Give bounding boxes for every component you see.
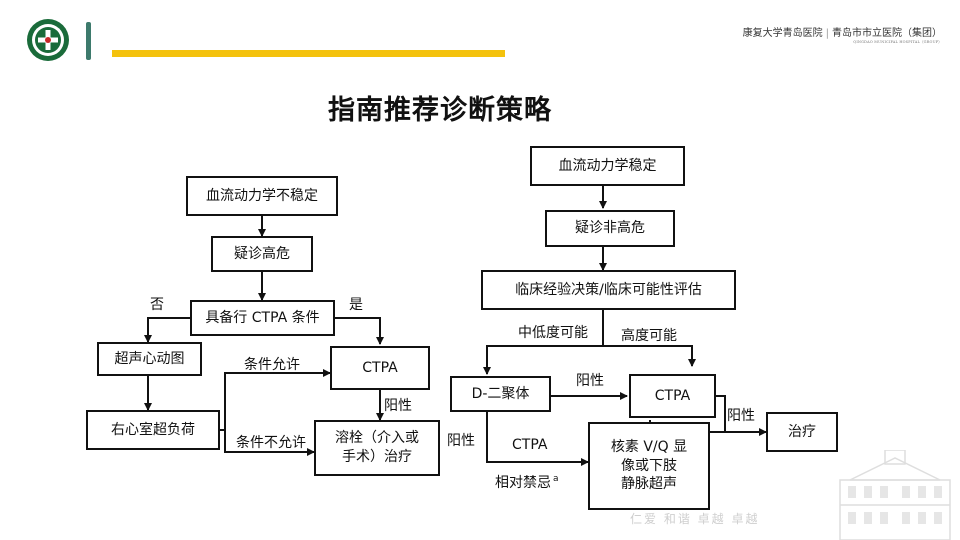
hospital-name-en: QINGDAO MUNICIPAL HOSPITAL（GROUP） xyxy=(853,40,942,44)
box-ctpa-right: CTPA xyxy=(629,374,716,418)
box-ctpa-condition: 具备行 CTPA 条件 xyxy=(190,300,335,336)
hospital-logo xyxy=(27,19,69,61)
label-positive-ddimer: 阳性 xyxy=(576,373,604,389)
header-vertical-bar xyxy=(86,22,91,60)
thrombolysis-line-2: 手术）治疗 xyxy=(342,449,412,465)
arrow-rv-to-ctpa xyxy=(220,369,331,431)
arrow-ddimer-to-vq xyxy=(486,412,589,466)
arrow-rv-to-thrombolysis xyxy=(224,430,315,456)
hospital-name-cn-2: 青岛市市立医院（集团） xyxy=(832,28,942,39)
arrow-cond-to-ctpa xyxy=(335,317,384,345)
box-hemodynamic-unstable: 血流动力学不稳定 xyxy=(186,176,338,216)
thrombolysis-line-1: 溶栓（介入或 xyxy=(335,430,419,447)
box-thrombolysis: 溶栓（介入或 手术）治疗 xyxy=(314,420,440,476)
vq-line-3: 静脉超声 xyxy=(621,476,677,493)
label-ctpa-text: CTPA xyxy=(512,437,548,453)
header-yellow-bar xyxy=(112,50,505,57)
box-suspect-nonhigh-risk: 疑诊非高危 xyxy=(545,210,675,247)
label-yes: 是 xyxy=(349,297,363,313)
box-ctpa-left: CTPA xyxy=(330,346,430,390)
hospital-name: 康复大学青岛医院|青岛市市立医院（集团） QINGDAO MUNICIPAL H… xyxy=(742,28,942,44)
box-rv-overload: 右心室超负荷 xyxy=(86,410,220,450)
box-hemodynamic-stable: 血流动力学稳定 xyxy=(530,146,685,186)
arrow-ctpa-to-treat xyxy=(716,395,767,436)
label-high-probability: 高度可能 xyxy=(621,328,677,344)
vq-line-2: 像或下肢 xyxy=(621,457,677,474)
label-condition-not-allowed: 条件不允许 xyxy=(236,435,306,451)
label-positive-treat: 阳性 xyxy=(727,408,755,424)
arrow-clinical-to-branches xyxy=(483,310,604,375)
box-suspect-high-risk: 疑诊高危 xyxy=(211,236,313,272)
box-vq-scan: 核素 V/Q 显 像或下肢 静脉超声 xyxy=(588,422,710,510)
watermark-text: 仁爱 和谐 卓越 卓越 xyxy=(630,512,760,526)
box-treatment: 治疗 xyxy=(766,412,838,452)
vq-line-1: 核素 V/Q 显 xyxy=(610,438,688,455)
label-condition-allowed: 条件允许 xyxy=(244,357,300,373)
arrow-clinical-to-ctpa xyxy=(603,345,696,367)
box-echocardiogram: 超声心动图 xyxy=(97,342,202,376)
arrow-cond-to-echo xyxy=(144,317,190,343)
page-title: 指南推荐诊断策略 xyxy=(328,95,552,126)
label-low-mid-probability: 中低度可能 xyxy=(518,325,588,341)
label-contra-text: 相对禁忌 xyxy=(495,475,551,491)
hospital-name-cn-1: 康复大学青岛医院 xyxy=(742,28,823,39)
label-positive-vq: 阳性 xyxy=(447,433,475,449)
building-graphic xyxy=(839,450,951,540)
label-contra-sup: a xyxy=(553,474,559,485)
box-d-dimer: D-二聚体 xyxy=(450,376,551,412)
box-clinical-assessment: 临床经验决策/临床可能性评估 xyxy=(481,270,736,310)
label-positive-left: 阳性 xyxy=(384,398,412,414)
label-no: 否 xyxy=(150,297,164,313)
